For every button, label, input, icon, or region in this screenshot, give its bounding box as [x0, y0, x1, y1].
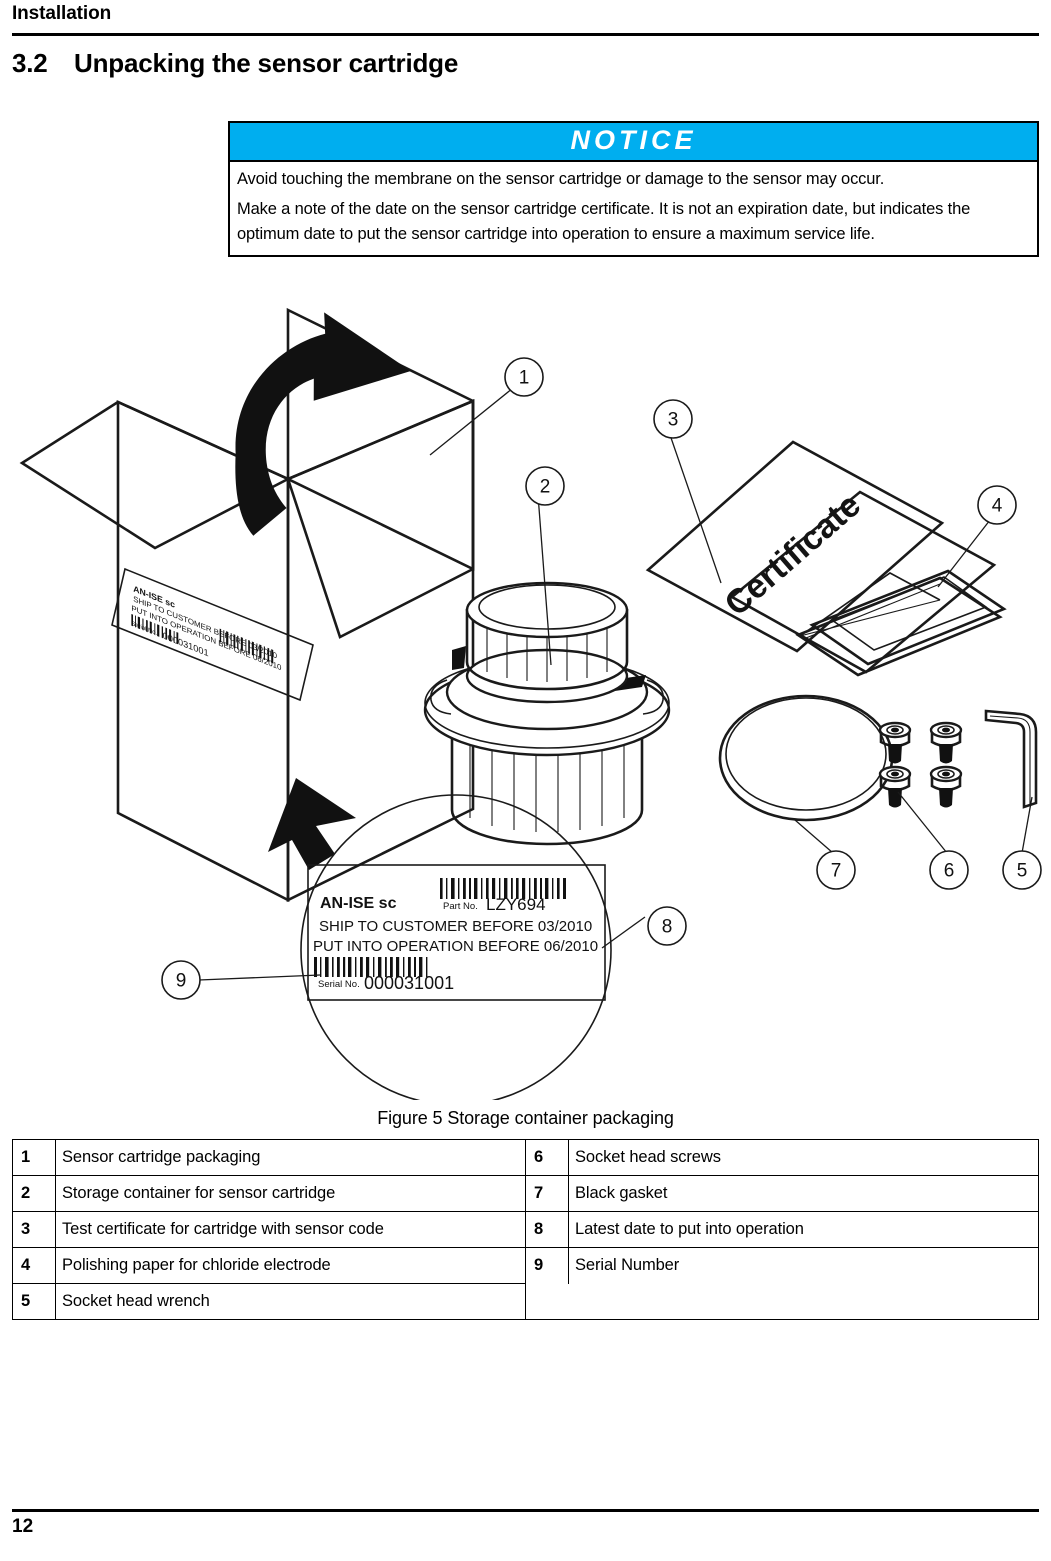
svg-text:9: 9	[176, 971, 187, 992]
page-number: 12	[12, 1516, 34, 1537]
callout-3: 3	[653, 399, 693, 439]
svg-text:3: 3	[668, 410, 679, 431]
legend-text: Black gasket	[568, 1175, 1039, 1212]
label-magnifier-circle: AN-ISE sc Part No. LZY694 SHIP TO CUSTOM…	[300, 794, 612, 1100]
callout-2: 2	[525, 466, 565, 506]
svg-text:6: 6	[944, 861, 955, 882]
callout-5: 5	[1002, 850, 1042, 890]
legend-text: Serial Number	[568, 1247, 1039, 1284]
svg-text:Part No.: Part No.	[443, 901, 478, 912]
callout-9: 9	[161, 960, 201, 1000]
callout-4: 4	[977, 485, 1017, 525]
running-header-text: Installation	[12, 3, 112, 24]
legend-text: Polishing paper for chloride electrode	[55, 1247, 526, 1284]
table-row: 5 Socket head wrench	[12, 1283, 1039, 1320]
legend-number: 4	[12, 1247, 56, 1284]
legend-number: 6	[525, 1139, 569, 1176]
figure-caption: Figure 5 Storage container packaging	[377, 1108, 674, 1128]
legend-number: 1	[12, 1139, 56, 1176]
table-row: 1 Sensor cartridge packaging 6 Socket he…	[12, 1139, 1039, 1176]
svg-text:PUT INTO OPERATION BEFORE 06/2: PUT INTO OPERATION BEFORE 06/2010	[313, 938, 598, 955]
figure-storage-container-packaging: .ln { fill:none; stroke:#1a1a1a; stroke-…	[0, 280, 1051, 1100]
socket-head-screw	[929, 721, 963, 764]
page-title: 3.2 Unpacking the sensor cartridge	[12, 48, 1012, 79]
open-box-arrow-icon	[235, 312, 411, 536]
section-number: 3.2	[12, 48, 48, 78]
notice-box: NOTICE Avoid touching the membrane on th…	[228, 121, 1039, 257]
svg-text:000031001: 000031001	[364, 973, 454, 993]
polishing-paper-illustration	[795, 569, 1007, 677]
figure-legend-table: 1 Sensor cartridge packaging 6 Socket he…	[12, 1139, 1039, 1320]
svg-text:AN-ISE sc: AN-ISE sc	[320, 895, 397, 912]
storage-container-illustration	[423, 581, 671, 846]
enlarged-product-label: AN-ISE sc Part No. LZY694 SHIP TO CUSTOM…	[313, 878, 598, 993]
box-shipping-label: AN-ISE sc SHIP TO CUSTOMER BEFORE 03/201…	[111, 567, 314, 702]
certificate-envelope-illustration: Certificate	[645, 440, 997, 674]
legend-number: 8	[525, 1211, 569, 1248]
callout-7: 7	[816, 850, 856, 890]
legend-number: 2	[12, 1175, 56, 1212]
svg-text:4: 4	[992, 496, 1003, 517]
svg-text:SHIP TO CUSTOMER BEFORE 03/201: SHIP TO CUSTOMER BEFORE 03/2010	[319, 918, 592, 935]
legend-text: Test certificate for cartridge with sens…	[55, 1211, 526, 1248]
callout-8: 8	[647, 906, 687, 946]
socket-head-screws-illustration	[878, 721, 963, 808]
svg-text:2: 2	[540, 477, 551, 498]
magnifier-pointer-arrow-icon	[268, 778, 356, 870]
legend-text: Latest date to put into operation	[568, 1211, 1039, 1248]
table-row: 4 Polishing paper for chloride electrode…	[12, 1247, 1039, 1284]
notice-banner-label: NOTICE	[570, 125, 697, 155]
legend-number: 9	[525, 1247, 569, 1284]
callout-1: 1	[504, 357, 544, 397]
callout-6: 6	[929, 850, 969, 890]
notice-paragraph: Make a note of the date on the sensor ca…	[237, 200, 971, 243]
footer-divider	[12, 1509, 1039, 1512]
section-title: Unpacking the sensor cartridge	[74, 48, 459, 78]
svg-text:Serial No.: Serial No.	[318, 979, 360, 990]
legend-text: Sensor cartridge packaging	[55, 1139, 526, 1176]
cardboard-box-illustration	[19, 307, 475, 903]
socket-head-screw	[878, 721, 912, 764]
legend-number: 3	[12, 1211, 56, 1248]
legend-text: Socket head wrench	[55, 1283, 526, 1320]
svg-text:1: 1	[519, 368, 530, 389]
notice-body: Avoid touching the membrane on the senso…	[230, 160, 1037, 255]
callout-leader-lines	[198, 387, 1033, 981]
svg-text:8: 8	[662, 917, 673, 938]
svg-text:5: 5	[1017, 861, 1028, 882]
svg-text:7: 7	[831, 861, 842, 882]
legend-text: Storage container for sensor cartridge	[55, 1175, 526, 1212]
black-gasket-oring-illustration	[718, 694, 894, 822]
legend-number: 7	[525, 1175, 569, 1212]
svg-text:LZY694: LZY694	[486, 895, 546, 914]
running-header: Installation	[12, 2, 1039, 26]
legend-text: Socket head screws	[568, 1139, 1039, 1176]
table-row: 2 Storage container for sensor cartridge…	[12, 1175, 1039, 1212]
notice-banner: NOTICE	[230, 123, 1037, 160]
header-divider	[12, 33, 1039, 36]
table-row: 3 Test certificate for cartridge with se…	[12, 1211, 1039, 1248]
legend-number: 5	[12, 1283, 56, 1320]
legend-empty-cell	[525, 1283, 1039, 1320]
socket-head-screw	[929, 765, 963, 808]
notice-paragraph: Avoid touching the membrane on the senso…	[237, 170, 885, 188]
socket-head-wrench-illustration	[984, 709, 1038, 809]
certificate-wordmark: Certificate	[718, 486, 868, 624]
